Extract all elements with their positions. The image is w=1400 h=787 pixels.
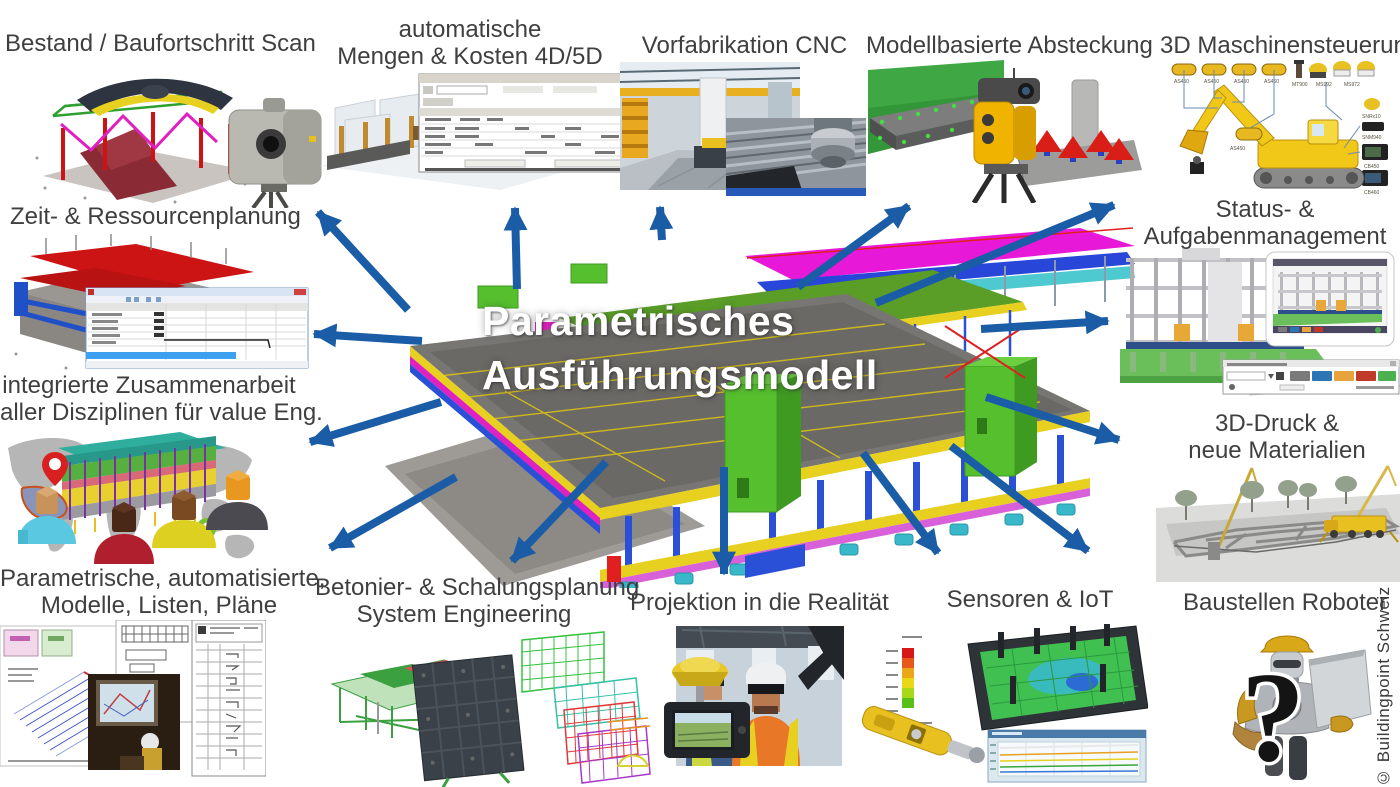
- question-mark: ?: [1241, 646, 1305, 787]
- roboter-illustration: ?: [1213, 618, 1373, 787]
- spindle-head: [811, 118, 855, 168]
- zusammenarbeit-illustration: [0, 426, 268, 568]
- construction-robot: [1232, 635, 1372, 780]
- maschinensteuerung-illustration: AS450 AS450 AS450 AS460 MT900 MS992 MS97…: [1166, 58, 1400, 198]
- label-vorfabrikation: Vorfabrikation CNC: [641, 32, 848, 59]
- svg-text:AS450: AS450: [1230, 146, 1245, 152]
- betonier-illustration: [326, 626, 652, 787]
- avatar: [152, 490, 216, 548]
- avatar: [18, 486, 76, 544]
- concrete-sensor: [861, 706, 985, 764]
- scanned-structure: [35, 90, 267, 204]
- gnss-devices: MT900 MS992 MS972 SNRx10 SNM940 CB450 CB…: [1292, 60, 1388, 196]
- label-maschinensteuerung: 3D Maschinensteuerung: [1160, 32, 1400, 59]
- cnc-illustration: [618, 58, 868, 198]
- green-core-left: [724, 374, 801, 513]
- label-zusammenarbeit: integrierte Zusammenarbeit aller Diszipl…: [0, 372, 323, 426]
- status-illustration: [1120, 246, 1400, 398]
- tablet: [1265, 251, 1395, 347]
- avatar: [94, 502, 154, 564]
- copyright-credit: © Buildingpoint Schweiz: [1374, 586, 1393, 787]
- gnss-rover-device: [664, 657, 750, 758]
- svg-text:MS972: MS972: [1344, 82, 1360, 88]
- svg-text:CB450: CB450: [1364, 164, 1380, 170]
- label-absteckung: Modellbasierte Absteckung: [866, 32, 1153, 59]
- total-station-icon: [971, 68, 1040, 203]
- page-title: Parametrisches Ausführungsmodell: [482, 298, 878, 398]
- sensor-chart-window: [987, 729, 1147, 783]
- quantities-spreadsheet-window: [418, 73, 642, 173]
- heatmap-tray: [967, 624, 1148, 731]
- svg-text:AS450: AS450: [1234, 79, 1249, 85]
- svg-text:SNRx10: SNRx10: [1362, 114, 1381, 120]
- label-roboter: Baustellen Roboter: [1183, 589, 1388, 616]
- label-mengen: automatische Mengen & Kosten 4D/5D: [337, 16, 603, 70]
- label-zeit: Zeit- & Ressourcenplanung: [10, 203, 301, 230]
- druck-illustration: [1156, 464, 1400, 582]
- label-parametrische: Parametrische, automatisierte, Modelle, …: [0, 565, 326, 619]
- trees: [1175, 476, 1357, 520]
- label-betonier: Betonier- & Schalungsplanung System Engi…: [315, 574, 640, 628]
- laser-scanner-icon: [228, 98, 322, 208]
- svg-text:AS460: AS460: [1264, 79, 1279, 85]
- label-status: Status- & Aufgabenmanagement: [1143, 196, 1387, 250]
- label-projektion: Projektion in die Realität: [630, 589, 889, 616]
- label-scan: Bestand / Baufortschritt Scan: [5, 30, 316, 57]
- label-sensoren: Sensoren & IoT: [946, 586, 1114, 613]
- excavator-icon: AS450: [1179, 70, 1365, 189]
- projektion-illustration: [612, 620, 844, 772]
- status-dialog: [1222, 359, 1400, 395]
- sensor-pills: AS450 AS450 AS450 AS460: [1171, 63, 1287, 85]
- barlist-sheet: [191, 620, 266, 777]
- zeit-illustration: [6, 234, 310, 374]
- absteckung-illustration: [866, 58, 1144, 203]
- drone-icon: [77, 78, 233, 116]
- svg-text:MT900: MT900: [1292, 82, 1308, 88]
- avatar-group: [18, 470, 268, 564]
- svg-text:SNM940: SNM940: [1362, 135, 1382, 141]
- svg-text:AS450: AS450: [1174, 79, 1189, 85]
- central-model-illustration: [385, 226, 1135, 588]
- rebar-cages: [521, 631, 651, 784]
- sensoren-illustration: [850, 624, 1148, 784]
- svg-text:CB460: CB460: [1364, 190, 1380, 196]
- avatar: [206, 470, 268, 530]
- location-pin-red: [42, 452, 68, 486]
- site-screen-photo: [88, 674, 180, 770]
- parametrische-illustration: [0, 620, 266, 780]
- svg-text:MS992: MS992: [1316, 82, 1332, 88]
- pump-truck: [1319, 465, 1399, 543]
- cnc-spindle-photo: [725, 118, 867, 196]
- mengen-illustration: [315, 68, 645, 198]
- scan-illustration: [25, 58, 335, 208]
- formwork-panel: [411, 654, 525, 787]
- gantt-window: [85, 287, 309, 369]
- base-plate-cones: [1018, 79, 1142, 192]
- label-druck: 3D-Druck & neue Materialien: [1188, 410, 1366, 464]
- green-core-right: [964, 357, 1037, 477]
- svg-text:AS450: AS450: [1204, 79, 1219, 85]
